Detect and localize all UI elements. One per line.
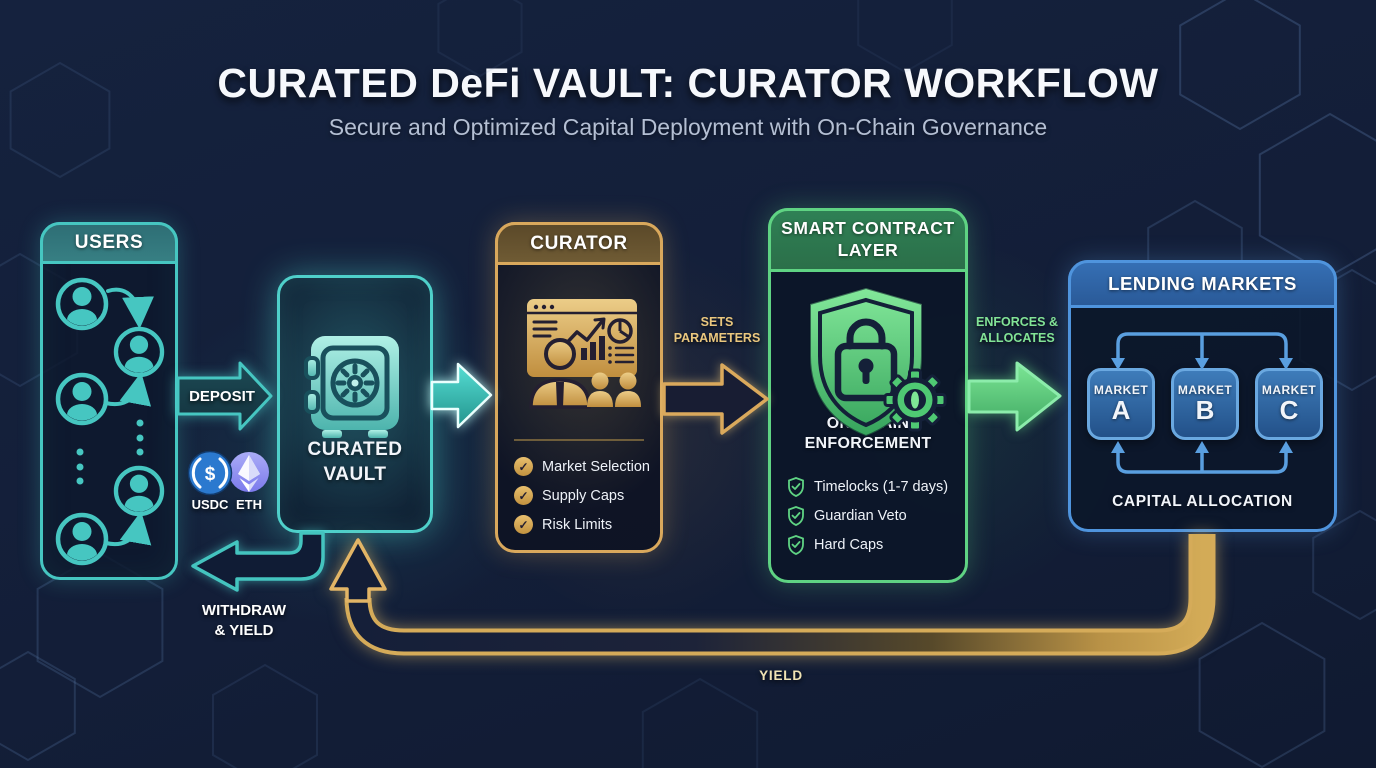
smart-item-label: Guardian Veto [814, 508, 907, 524]
shield-check-icon [788, 477, 804, 497]
market-letter: B [1195, 395, 1215, 426]
withdraw-line1: WITHDRAW [201, 602, 287, 619]
market-label: MARKET [1177, 383, 1233, 398]
check-circle-icon [514, 515, 533, 534]
shield-check-icon [788, 535, 804, 555]
curated-vault-label: CURATED VAULT [307, 439, 403, 485]
curator-item-market-selection: Market Selection [514, 457, 650, 476]
smart-item-guardian-veto: Guardian Veto [787, 506, 907, 526]
users-panel: USERS [40, 222, 178, 580]
shield-check-icon [788, 506, 804, 526]
onchain-enforcement-label: ON-CHAIN ENFORCEMENT [804, 415, 932, 452]
lending-markets-panel: LENDING MARKETS MARKET A MARKET B MARKET… [1068, 260, 1337, 532]
smart-item-timelocks: Timelocks (1-7 days) [787, 477, 948, 497]
curator-item-label: Risk Limits [542, 516, 613, 533]
smart-item-label: Timelocks (1-7 days) [814, 479, 949, 495]
curated-vault-panel: CURATED VAULT [277, 275, 433, 533]
enforces-line2: ALLOCATES [979, 331, 1055, 346]
eth-label: ETH [236, 497, 262, 512]
capital-allocation-label: CAPITAL ALLOCATION [1112, 493, 1293, 510]
users-panel-header: USERS [40, 222, 178, 264]
deposit-label: DEPOSIT [189, 388, 255, 405]
lending-markets-panel-header: LENDING MARKETS [1068, 260, 1337, 308]
smart-contract-panel: SMART CONTRACT LAYER ON-CHAIN ENFORCEMEN… [768, 208, 968, 583]
market-b-card: MARKET B [1171, 368, 1239, 440]
smart-item-label: Hard Caps [814, 537, 884, 553]
enforces-line1: ENFORCES & [976, 315, 1058, 329]
check-circle-icon [514, 457, 533, 476]
check-circle-icon [514, 486, 533, 505]
withdraw-yield-label: WITHDRAW & YIELD [184, 601, 304, 640]
enforces-allocates-label: ENFORCES & ALLOCATES [961, 314, 1073, 347]
market-a-card: MARKET A [1087, 368, 1155, 440]
curator-item-supply-caps: Supply Caps [514, 486, 624, 505]
smart-contract-panel-header: SMART CONTRACT LAYER [768, 208, 968, 272]
curator-item-risk-limits: Risk Limits [514, 515, 612, 534]
usdc-label: USDC [191, 497, 229, 512]
curator-panel: CURATOR Market Selection Supply Caps Ris… [495, 222, 663, 553]
withdraw-line2: & YIELD [214, 621, 274, 639]
market-letter: C [1279, 395, 1299, 426]
curator-divider [514, 439, 644, 441]
yield-label: YIELD [759, 668, 803, 683]
curator-item-label: Supply Caps [542, 487, 625, 504]
sets-parameters-label: SETS PARAMETERS [673, 315, 761, 346]
smart-item-hard-caps: Hard Caps [787, 535, 883, 555]
curator-panel-header: CURATOR [495, 222, 663, 265]
market-letter: A [1111, 395, 1131, 426]
market-c-card: MARKET C [1255, 368, 1323, 440]
market-label: MARKET [1093, 383, 1149, 398]
page-subtitle: Secure and Optimized Capital Deployment … [328, 114, 1048, 140]
page-title: CURATED DeFi VAULT: CURATOR WORKFLOW [217, 60, 1159, 106]
curator-item-label: Market Selection [542, 458, 650, 475]
market-label: MARKET [1261, 383, 1317, 398]
